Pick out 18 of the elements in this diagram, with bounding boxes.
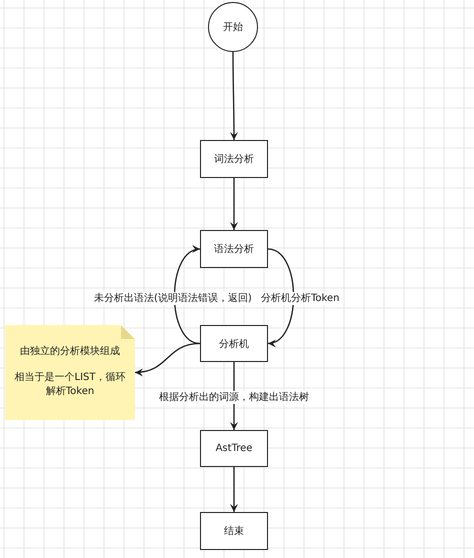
process-box: AstTree	[200, 430, 268, 467]
arrow	[174, 246, 200, 344]
note-text: 由独立的分析模块组成	[20, 345, 120, 359]
arrow	[230, 467, 238, 512]
edge-label: 分析机分析Token	[260, 292, 340, 304]
end-box: 结束	[200, 512, 268, 550]
arrow	[230, 178, 238, 230]
arrow	[134, 342, 200, 376]
process-box: 分析机	[200, 325, 268, 362]
process-box: 语法分析	[200, 230, 268, 268]
arrow	[268, 248, 294, 346]
edge-label: 根据分析出的词源，构建出语法树	[158, 390, 310, 404]
process-box: 词法分析	[200, 140, 268, 178]
note-text: 相当于是一个LIST，循环解析Token	[14, 371, 126, 399]
edge-label: 未分析出语法(说明语法错误，返回)	[93, 292, 253, 304]
arrow	[230, 52, 238, 140]
sticky-note	[5, 325, 135, 420]
start-circle: 开始	[208, 2, 258, 52]
